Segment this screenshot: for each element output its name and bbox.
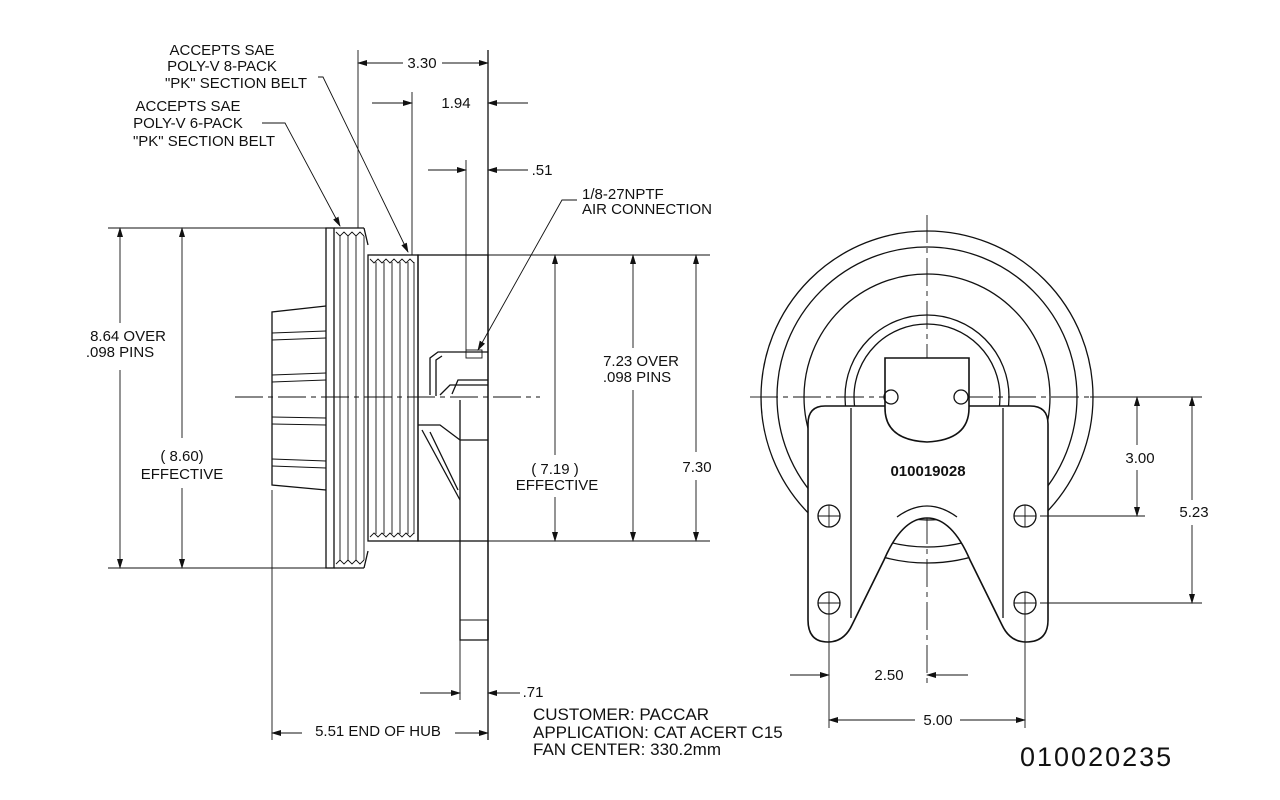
- dim-7-19-line1: ( 7.19 ): [531, 461, 579, 478]
- svg-text:POLY-V 8-PACK: POLY-V 8-PACK: [167, 58, 277, 75]
- dim-2-50: 2.50: [874, 667, 903, 684]
- dim-5-23: 5.23: [1179, 504, 1208, 521]
- svg-text:ACCEPTS SAE: ACCEPTS SAE: [135, 98, 240, 115]
- clutch-body: [417, 254, 489, 542]
- pulley-6pack: [367, 254, 419, 542]
- drawing-number: 010020235: [1020, 742, 1173, 772]
- note-8pack: ACCEPTS SAE POLY-V 8-PACK "PK" SECTION B…: [165, 42, 307, 92]
- dim-7-23-line2: .098 PINS: [603, 369, 671, 386]
- dim-3-00: 3.00: [1125, 450, 1154, 467]
- note-air-connection: 1/8-27NPTF AIR CONNECTION: [582, 186, 712, 218]
- svg-text:ACCEPTS SAE: ACCEPTS SAE: [169, 42, 274, 59]
- front-view: 010019028 3.00 5.23 2.50 5.00: [750, 215, 1209, 729]
- piston-head: [884, 357, 970, 443]
- dim-8-60-line1: ( 8.60): [160, 448, 203, 465]
- svg-text:"PK" SECTION BELT: "PK" SECTION BELT: [165, 75, 307, 92]
- svg-text:POLY-V 6-PACK: POLY-V 6-PACK: [133, 115, 243, 132]
- dim-8-64-line2: .098 PINS: [86, 344, 154, 361]
- svg-text:AIR CONNECTION: AIR CONNECTION: [582, 201, 712, 218]
- dim-8-64-line1: 8.64 OVER: [90, 328, 166, 345]
- dim-1-94: 1.94: [441, 95, 470, 112]
- mount-bracket-plate: [807, 405, 1049, 643]
- part-number: 010019028: [890, 463, 965, 480]
- svg-text:"PK" SECTION BELT: "PK" SECTION BELT: [133, 133, 275, 150]
- pulley-8pack-grooves: [334, 227, 369, 569]
- dim-0-51: .51: [532, 162, 553, 179]
- dim-7-23-line1: 7.23 OVER: [603, 353, 679, 370]
- fan-center-text: FAN CENTER: 330.2mm: [533, 740, 721, 759]
- svg-text:1/8-27NPTF: 1/8-27NPTF: [582, 186, 664, 203]
- pulley-8pack-flange: [325, 227, 335, 569]
- hub-body: [271, 305, 327, 491]
- dim-5-51: 5.51 END OF HUB: [315, 723, 441, 740]
- dim-7-19-line2: EFFECTIVE: [516, 477, 599, 494]
- dim-0-71: .71: [523, 684, 544, 701]
- note-6pack: ACCEPTS SAE POLY-V 6-PACK "PK" SECTION B…: [133, 98, 275, 150]
- mount-bracket: [418, 349, 489, 641]
- dim-8-60-line2: EFFECTIVE: [141, 466, 224, 483]
- dim-7-30: 7.30: [682, 459, 711, 476]
- side-view: 3.30 1.94 .51 8.64 OVER .098 PINS ( 8.60…: [86, 42, 712, 740]
- dim-5-00: 5.00: [923, 712, 952, 729]
- customer-text: CUSTOMER: PACCAR: [533, 705, 709, 724]
- application-text: APPLICATION: CAT ACERT C15: [533, 723, 783, 742]
- info-block: CUSTOMER: PACCAR APPLICATION: CAT ACERT …: [533, 705, 783, 759]
- dim-3-30: 3.30: [407, 55, 436, 72]
